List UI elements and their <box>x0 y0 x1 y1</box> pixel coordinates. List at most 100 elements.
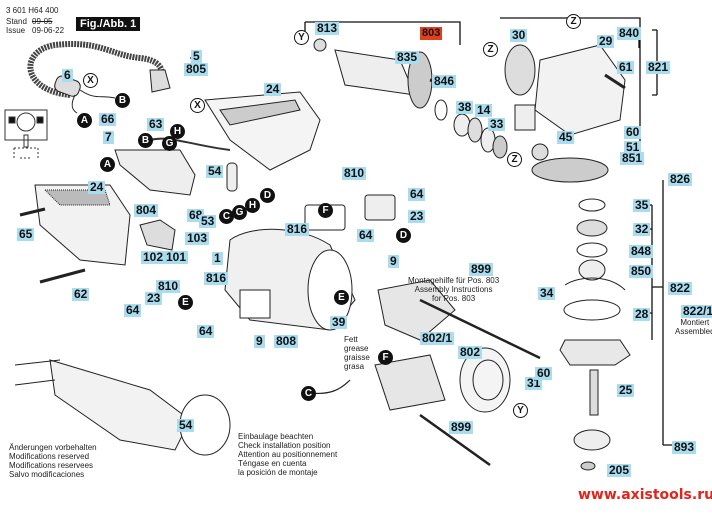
connector-marker-g: G <box>162 136 177 151</box>
part-label-5[interactable]: 5 <box>191 49 202 63</box>
part-label-66[interactable]: 66 <box>99 112 117 126</box>
connector-marker-h: H <box>170 124 185 139</box>
part-label-54[interactable]: 54 <box>177 418 195 432</box>
connector-marker-g: G <box>232 205 247 220</box>
part-label-840[interactable]: 840 <box>617 26 642 40</box>
part-label-64[interactable]: 64 <box>408 187 426 201</box>
part-label-893[interactable]: 893 <box>672 440 697 454</box>
part-label-25[interactable]: 25 <box>617 383 635 397</box>
part-label-822[interactable]: 822 <box>668 281 693 295</box>
part-label-9[interactable]: 9 <box>254 334 265 348</box>
note-line: Montiert <box>680 318 710 327</box>
part-label-846[interactable]: 846 <box>432 74 457 88</box>
part-label-821[interactable]: 821 <box>646 60 671 74</box>
part-label-38[interactable]: 38 <box>456 100 474 114</box>
connector-marker-z: Z <box>507 152 522 167</box>
figure-label: Fig./Abb. 1 <box>76 17 141 31</box>
part-label-62[interactable]: 62 <box>72 287 90 301</box>
part-label-61[interactable]: 61 <box>617 60 635 74</box>
part-label-30[interactable]: 30 <box>510 28 528 42</box>
connector-marker-z: Z <box>566 14 581 29</box>
part-label-28[interactable]: 28 <box>633 307 651 321</box>
part-label-899[interactable]: 899 <box>469 262 494 276</box>
part-label-64[interactable]: 64 <box>124 303 142 317</box>
part-label-804[interactable]: 804 <box>134 203 159 217</box>
part-label-816[interactable]: 816 <box>285 222 310 236</box>
gear-head <box>504 44 626 183</box>
part-label-32[interactable]: 32 <box>633 222 651 236</box>
connector-marker-e: E <box>178 295 193 310</box>
part-label-851[interactable]: 851 <box>620 151 645 165</box>
part-label-9[interactable]: 9 <box>388 254 399 268</box>
note-line: Modifications reservees <box>9 461 94 470</box>
note-line: Check installation position <box>238 441 331 450</box>
part-label-35[interactable]: 35 <box>633 198 651 212</box>
fan-baffle <box>459 347 511 413</box>
part-label-835[interactable]: 835 <box>395 50 420 64</box>
part-label-39[interactable]: 39 <box>330 315 348 329</box>
part-label-7[interactable]: 7 <box>103 130 114 144</box>
part-number: 3 601 H64 400 <box>6 6 59 15</box>
part-label-60[interactable]: 60 <box>624 125 642 139</box>
note-line: Modifications reserved <box>9 452 90 461</box>
part-label-802-1[interactable]: 802/1 <box>420 331 455 345</box>
part-label-29[interactable]: 29 <box>597 34 615 48</box>
part-label-64[interactable]: 64 <box>197 324 215 338</box>
part-label-60[interactable]: 60 <box>535 366 553 380</box>
stand-label: Stand <box>6 17 27 26</box>
armature <box>313 38 451 109</box>
part-label-802[interactable]: 802 <box>458 345 483 359</box>
part-label-101[interactable]: 101 <box>164 250 189 264</box>
install-position-note: Einbaulage beachten Check installation p… <box>238 432 337 477</box>
part-label-205[interactable]: 205 <box>607 463 632 477</box>
part-label-24[interactable]: 24 <box>88 180 106 194</box>
part-label-45[interactable]: 45 <box>557 130 575 144</box>
part-label-53[interactable]: 53 <box>199 214 217 228</box>
issue-label: Issue <box>6 26 26 35</box>
part-label-51[interactable]: 51 <box>624 140 642 154</box>
part-label-1[interactable]: 1 <box>212 251 223 265</box>
part-label-805[interactable]: 805 <box>184 62 209 76</box>
part-label-816[interactable]: 816 <box>204 271 229 285</box>
part-label-23[interactable]: 23 <box>145 291 163 305</box>
connector-marker-b: B <box>138 133 153 148</box>
note-line: Téngase en cuenta <box>238 459 307 468</box>
part-label-14[interactable]: 14 <box>475 103 493 117</box>
part-label-850[interactable]: 850 <box>629 264 654 278</box>
highlighted-part-label[interactable]: 803 <box>420 27 443 40</box>
note-line: Salvo modificaciones <box>9 470 85 479</box>
note-line: Änderungen vorbehalten <box>9 443 97 452</box>
watermark-url[interactable]: www.axistools.ru <box>578 487 712 503</box>
part-label-24[interactable]: 24 <box>264 82 282 96</box>
part-label-810[interactable]: 810 <box>156 279 181 293</box>
part-label-810[interactable]: 810 <box>342 166 367 180</box>
part-label-813[interactable]: 813 <box>315 21 340 35</box>
handle-half-bottom <box>19 184 131 284</box>
part-label-63[interactable]: 63 <box>147 117 165 131</box>
brush-cover <box>364 194 396 221</box>
part-label-54[interactable]: 54 <box>206 164 224 178</box>
part-label-64[interactable]: 64 <box>357 228 375 242</box>
part-label-822-1[interactable]: 822/1 <box>681 305 712 318</box>
part-label-848[interactable]: 848 <box>629 244 654 258</box>
stand-old-date: 09-05 <box>32 17 53 26</box>
grease-note: Fett grease graisse grasa <box>344 335 370 371</box>
note-line: Fett <box>344 335 358 344</box>
connector-marker-x: X <box>190 98 205 113</box>
part-label-808[interactable]: 808 <box>274 334 299 348</box>
part-label-103[interactable]: 103 <box>185 231 210 245</box>
part-label-34[interactable]: 34 <box>538 286 556 300</box>
part-label-102[interactable]: 102 <box>141 250 166 264</box>
connector-marker-e: E <box>334 290 349 305</box>
connector-marker-d: D <box>396 228 411 243</box>
part-label-33[interactable]: 33 <box>488 117 506 131</box>
part-label-899[interactable]: 899 <box>449 420 474 434</box>
part-label-65[interactable]: 65 <box>17 227 35 241</box>
part-label-826[interactable]: 826 <box>668 172 693 186</box>
part-label-6[interactable]: 6 <box>62 68 73 82</box>
note-line: la posición de montaje <box>238 468 318 477</box>
part-label-23[interactable]: 23 <box>408 209 426 223</box>
note-line: Einbaulage beachten <box>238 432 314 441</box>
